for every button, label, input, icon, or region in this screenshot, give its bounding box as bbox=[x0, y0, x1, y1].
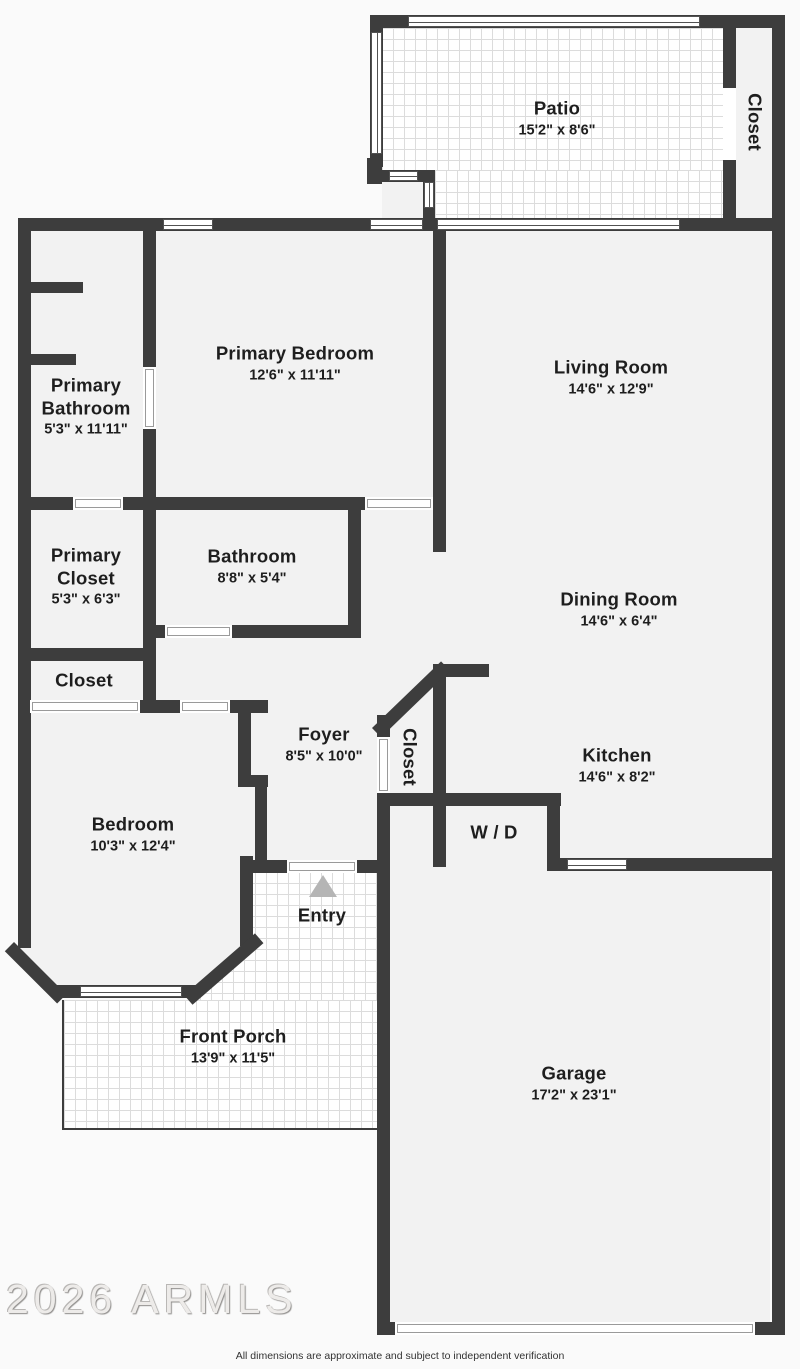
window bbox=[567, 859, 627, 870]
patio-tile-floor bbox=[382, 28, 723, 170]
front-door-opening bbox=[287, 860, 357, 873]
room-dims: 12'6" x 11'11" bbox=[249, 367, 341, 384]
room-label-bathroom: Bathroom 8'8" x 5'4" bbox=[208, 546, 297, 589]
wall bbox=[143, 497, 156, 712]
room-name: Foyer bbox=[298, 723, 350, 745]
garage-door-opening bbox=[395, 1322, 755, 1335]
entry-direction-arrow bbox=[309, 875, 337, 897]
room-name: W / D bbox=[470, 821, 518, 843]
room-dims: 5'3" x 6'3" bbox=[51, 591, 121, 608]
room-label-kitchen: Kitchen 14'6" x 8'2" bbox=[578, 745, 655, 788]
room-name: Closet bbox=[399, 728, 421, 786]
room-name: Dining Room bbox=[560, 588, 678, 610]
room-name: Bathroom bbox=[207, 545, 297, 567]
room-name: Primary Bedroom bbox=[215, 342, 375, 364]
window bbox=[163, 219, 213, 230]
window bbox=[408, 16, 700, 27]
room-name: Closet bbox=[55, 669, 113, 691]
room-dims: 8'8" x 5'4" bbox=[217, 570, 287, 587]
room-name: Garage bbox=[541, 1062, 607, 1084]
wall bbox=[377, 793, 561, 806]
wall bbox=[348, 497, 361, 638]
patio-closet-floor bbox=[736, 28, 772, 218]
room-dims: 5'3" x 11'11" bbox=[44, 421, 128, 438]
wall bbox=[238, 705, 251, 785]
room-name: Primary Bathroom bbox=[41, 374, 131, 418]
room-name: Front Porch bbox=[179, 1025, 287, 1047]
room-label-laundry: W / D bbox=[470, 822, 517, 845]
room-name: Living Room bbox=[553, 356, 669, 378]
room-dims: 10'3" x 12'4" bbox=[90, 838, 176, 855]
wall bbox=[772, 15, 785, 221]
room-dims: 14'6" x 6'4" bbox=[580, 613, 658, 630]
room-dims: 8'5" x 10'0" bbox=[285, 748, 363, 765]
closet-opening bbox=[723, 88, 736, 160]
bay-window bbox=[80, 986, 182, 997]
sliding-door bbox=[437, 219, 680, 230]
room-label-primary-closet: Primary Closet 5'3" x 6'3" bbox=[31, 544, 141, 609]
patio-tile-floor-lower bbox=[435, 170, 723, 218]
window bbox=[371, 32, 382, 154]
wall bbox=[772, 218, 785, 1335]
room-label-hall-closet: Closet bbox=[55, 670, 113, 693]
wall bbox=[433, 664, 446, 867]
window bbox=[370, 219, 423, 230]
wall bbox=[255, 775, 267, 865]
room-dims: 14'6" x 8'2" bbox=[578, 769, 656, 786]
window bbox=[424, 182, 434, 208]
door-opening bbox=[143, 367, 156, 429]
room-label-bedroom: Bedroom 10'3" x 12'4" bbox=[90, 814, 175, 857]
door-opening bbox=[365, 497, 433, 510]
room-name: Closet bbox=[744, 93, 766, 151]
wall bbox=[433, 218, 446, 552]
door-opening bbox=[165, 625, 232, 638]
wall bbox=[18, 282, 83, 293]
garage-floor bbox=[390, 872, 770, 1322]
closet-door-opening bbox=[30, 700, 140, 713]
room-label-living-room: Living Room 14'6" x 12'9" bbox=[554, 357, 668, 400]
wall bbox=[547, 793, 560, 871]
disclaimer-text: All dimensions are approximate and subje… bbox=[235, 1350, 565, 1362]
watermark: 2026 ARMLS bbox=[6, 1276, 298, 1322]
room-dims: 14'6" x 12'9" bbox=[568, 381, 654, 398]
wall bbox=[143, 218, 156, 512]
wall bbox=[18, 497, 445, 510]
wall bbox=[18, 354, 76, 365]
room-dims: 17'2" x 23'1" bbox=[531, 1087, 617, 1104]
room-label-primary-bedroom: Primary Bedroom 12'6" x 11'11" bbox=[216, 343, 374, 386]
wall bbox=[18, 218, 31, 948]
room-dims: 15'2" x 8'6" bbox=[518, 122, 596, 139]
room-label-primary-bathroom: Primary Bathroom 5'3" x 11'11" bbox=[23, 374, 149, 439]
wall bbox=[18, 648, 156, 661]
room-name: Patio bbox=[533, 97, 581, 119]
room-label-front-porch: Front Porch 13'9" x 11'5" bbox=[179, 1026, 286, 1069]
window bbox=[389, 171, 418, 181]
wall bbox=[377, 715, 390, 1335]
closet-door-opening bbox=[377, 737, 390, 793]
room-label-entry: Entry bbox=[298, 905, 346, 928]
room-label-entry-closet: Closet bbox=[398, 728, 421, 786]
room-name: Kitchen bbox=[582, 744, 652, 766]
front-porch-tile-floor bbox=[62, 1000, 377, 1130]
room-label-garage: Garage 17'2" x 23'1" bbox=[531, 1063, 616, 1106]
room-dims: 13'9" x 11'5" bbox=[190, 1050, 276, 1067]
room-name: Primary Closet bbox=[50, 544, 122, 588]
room-label-patio-closet: Closet bbox=[743, 93, 766, 151]
room-name: Bedroom bbox=[91, 813, 175, 835]
room-label-patio: Patio 15'2" x 8'6" bbox=[518, 98, 595, 141]
door-opening bbox=[180, 700, 230, 713]
wall bbox=[240, 856, 253, 946]
room-name: Entry bbox=[297, 904, 347, 926]
door-opening bbox=[73, 497, 123, 510]
room-label-dining-room: Dining Room 14'6" x 6'4" bbox=[560, 589, 677, 632]
room-label-foyer: Foyer 8'5" x 10'0" bbox=[285, 724, 362, 767]
